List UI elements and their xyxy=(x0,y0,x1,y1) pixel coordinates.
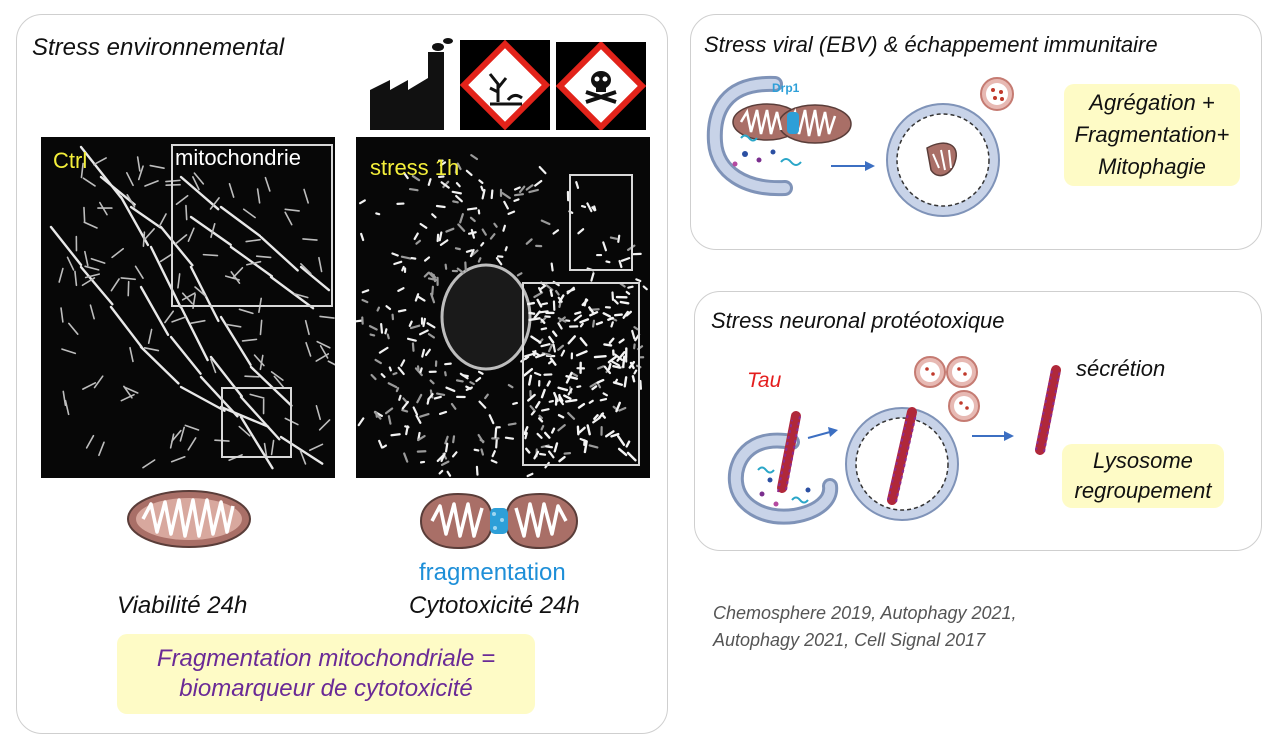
stress-label: stress 1h xyxy=(370,155,460,180)
secretion-label: sécrétion xyxy=(1076,356,1166,381)
ctrl-zoom-box xyxy=(221,387,292,458)
mitochondrion-fragmented-icon xyxy=(419,492,579,550)
conclusion-box: Fragmentation mitochondriale = biomarque… xyxy=(117,634,535,714)
micrograph-ctrl: Ctrl mitochondrie xyxy=(41,137,335,478)
summary-line-3: Mitophagie xyxy=(1098,154,1206,179)
ctrl-label: Ctrl xyxy=(53,148,88,173)
panel-title: Stress neuronal protéotoxique xyxy=(711,308,1005,333)
conclusion-line-1: Fragmentation mitochondriale = xyxy=(156,645,496,672)
panel-title: Stress environnemental xyxy=(32,34,285,61)
factory-icon xyxy=(370,38,453,130)
conclusion-line-2: biomarqueur de cytotoxicité xyxy=(179,675,473,702)
viability-caption: Viabilité 24h xyxy=(117,592,248,619)
lysosome-summary-box: Lysosome regroupement xyxy=(1062,444,1224,508)
inset-label: mitochondrie xyxy=(175,145,301,170)
tau-label: Tau xyxy=(747,369,782,392)
environmental-hazard-icon xyxy=(459,39,551,131)
ctrl-mito-network xyxy=(49,145,335,470)
reference-line-2: Autophagy 2021, Cell Signal 2017 xyxy=(713,630,986,650)
ctrl-inset-box xyxy=(171,144,333,307)
micrograph-stress: stress 1h xyxy=(356,137,650,478)
lysosome-line-1: Lysosome xyxy=(1093,448,1193,473)
stress-zoom-box xyxy=(569,174,633,271)
reference-line-1: Chemosphere 2019, Autophagy 2021, xyxy=(713,603,1017,623)
stress-inset-box xyxy=(522,282,640,466)
stress-mito-fragments xyxy=(356,154,648,478)
tau-autophagy-diagram xyxy=(727,356,1061,525)
summary-line-1: Agrégation + xyxy=(1089,90,1215,115)
mitophagy-diagram xyxy=(706,75,1014,217)
fragmentation-label: fragmentation xyxy=(419,559,566,586)
summary-line-2: Fragmentation+ xyxy=(1074,122,1230,147)
lysosome-line-2: regroupement xyxy=(1074,478,1212,503)
mitochondrion-intact-icon xyxy=(127,490,251,548)
cytotoxicity-caption: Cytotoxicité 24h xyxy=(409,592,580,619)
drp1-label: Drp1 xyxy=(772,81,800,95)
references: Chemosphere 2019, Autophagy 2021, Autoph… xyxy=(713,600,1017,654)
toxic-skull-icon xyxy=(555,40,647,132)
mitophagy-summary-box: Agrégation + Fragmentation+ Mitophagie xyxy=(1064,84,1240,186)
panel-title: Stress viral (EBV) & échappement immunit… xyxy=(704,32,1158,57)
